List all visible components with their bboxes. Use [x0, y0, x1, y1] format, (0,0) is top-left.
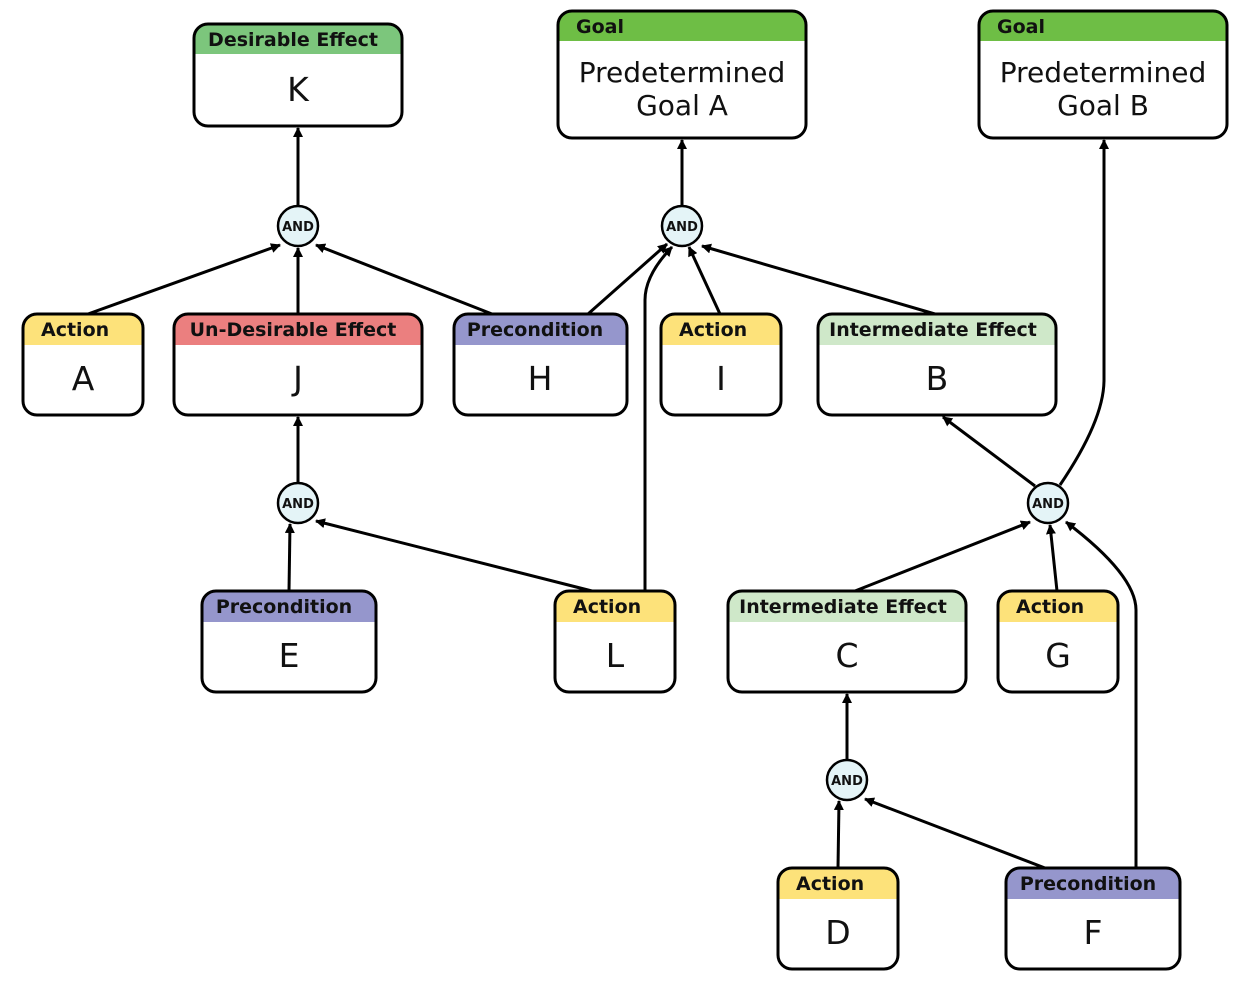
- node-goal-a: Goal Predetermined Goal A: [556, 9, 808, 140]
- node-type-label: Action: [1016, 596, 1084, 618]
- node-j: Un-Desirable Effect J: [172, 312, 424, 417]
- and-node: AND: [276, 204, 320, 248]
- node-d: Action D: [776, 866, 900, 971]
- node-type-label: Precondition: [1020, 873, 1156, 895]
- node-label: I: [716, 359, 726, 398]
- node-label: B: [926, 359, 949, 398]
- edge-h-to-and1: [315, 243, 493, 316]
- and-label: AND: [282, 497, 314, 512]
- and-label: AND: [282, 220, 314, 235]
- node-l: Action L: [553, 589, 677, 694]
- node-h: Precondition H: [452, 312, 629, 417]
- node-label: A: [72, 359, 95, 398]
- node-c: Intermediate Effect C: [726, 589, 968, 694]
- edge-and4-to-b: [942, 415, 1036, 488]
- node-i: Action I: [659, 312, 783, 417]
- node-goal-b: Goal Predetermined Goal B: [977, 9, 1229, 140]
- node-g: Action G: [996, 589, 1120, 694]
- edge-l-to-and2: [643, 245, 674, 591]
- edges: [87, 127, 1138, 870]
- edge-f-to-and4: [1065, 520, 1138, 868]
- node-label: G: [1045, 636, 1071, 675]
- edge-f-to-and5: [864, 797, 1046, 870]
- node-b: Intermediate Effect B: [816, 312, 1058, 417]
- edge-and4-to-goal-b: [1058, 139, 1109, 486]
- node-type-label: Intermediate Effect: [739, 596, 947, 618]
- node-label: C: [835, 636, 858, 675]
- node-type-label: Goal: [997, 16, 1045, 38]
- edge-d-to-and5: [833, 800, 844, 869]
- node-type-label: Un-Desirable Effect: [190, 319, 397, 341]
- node-label-line-2: Goal A: [636, 89, 728, 122]
- node-type-label: Desirable Effect: [208, 29, 378, 51]
- and-node: AND: [276, 481, 320, 525]
- node-label: J: [291, 359, 303, 398]
- node-type-label: Action: [796, 873, 864, 895]
- node-label: L: [606, 636, 625, 675]
- node-type-label: Precondition: [216, 596, 352, 618]
- node-f: Precondition F: [1004, 866, 1182, 971]
- edge-i-to-and2: [687, 246, 722, 315]
- and-label: AND: [831, 774, 863, 789]
- node-label: K: [287, 70, 310, 109]
- node-label: E: [279, 636, 300, 675]
- node-type-label: Action: [41, 319, 109, 341]
- edge-h-to-and2: [587, 242, 668, 316]
- and-label: AND: [1032, 497, 1064, 512]
- edge-a-to-and1: [87, 243, 281, 316]
- node-type-label: Action: [679, 319, 747, 341]
- edge-l-to-and3: [315, 518, 593, 593]
- node-k: Desirable Effect K: [192, 22, 404, 128]
- node-type-label: Goal: [576, 16, 624, 38]
- node-a: Action A: [21, 312, 145, 417]
- and-node: AND: [825, 758, 869, 802]
- node-label: F: [1084, 913, 1103, 952]
- node-type-label: Precondition: [467, 319, 603, 341]
- edge-c-to-and4: [854, 520, 1031, 593]
- and-node: AND: [1026, 481, 1070, 525]
- edge-b-to-and2: [701, 243, 936, 316]
- edge-e-to-and3: [284, 523, 295, 592]
- node-label-line-1: Predetermined: [579, 56, 786, 89]
- node-type-label: Action: [573, 596, 641, 618]
- node-e: Precondition E: [200, 589, 378, 694]
- node-label: D: [825, 913, 850, 952]
- node-label: H: [528, 359, 553, 398]
- node-type-label: Intermediate Effect: [829, 319, 1037, 341]
- edge-g-to-and4: [1045, 524, 1059, 592]
- and-node: AND: [660, 204, 704, 248]
- and-label: AND: [666, 220, 698, 235]
- node-label-line-1: Predetermined: [1000, 56, 1207, 89]
- node-label-line-2: Goal B: [1057, 89, 1149, 122]
